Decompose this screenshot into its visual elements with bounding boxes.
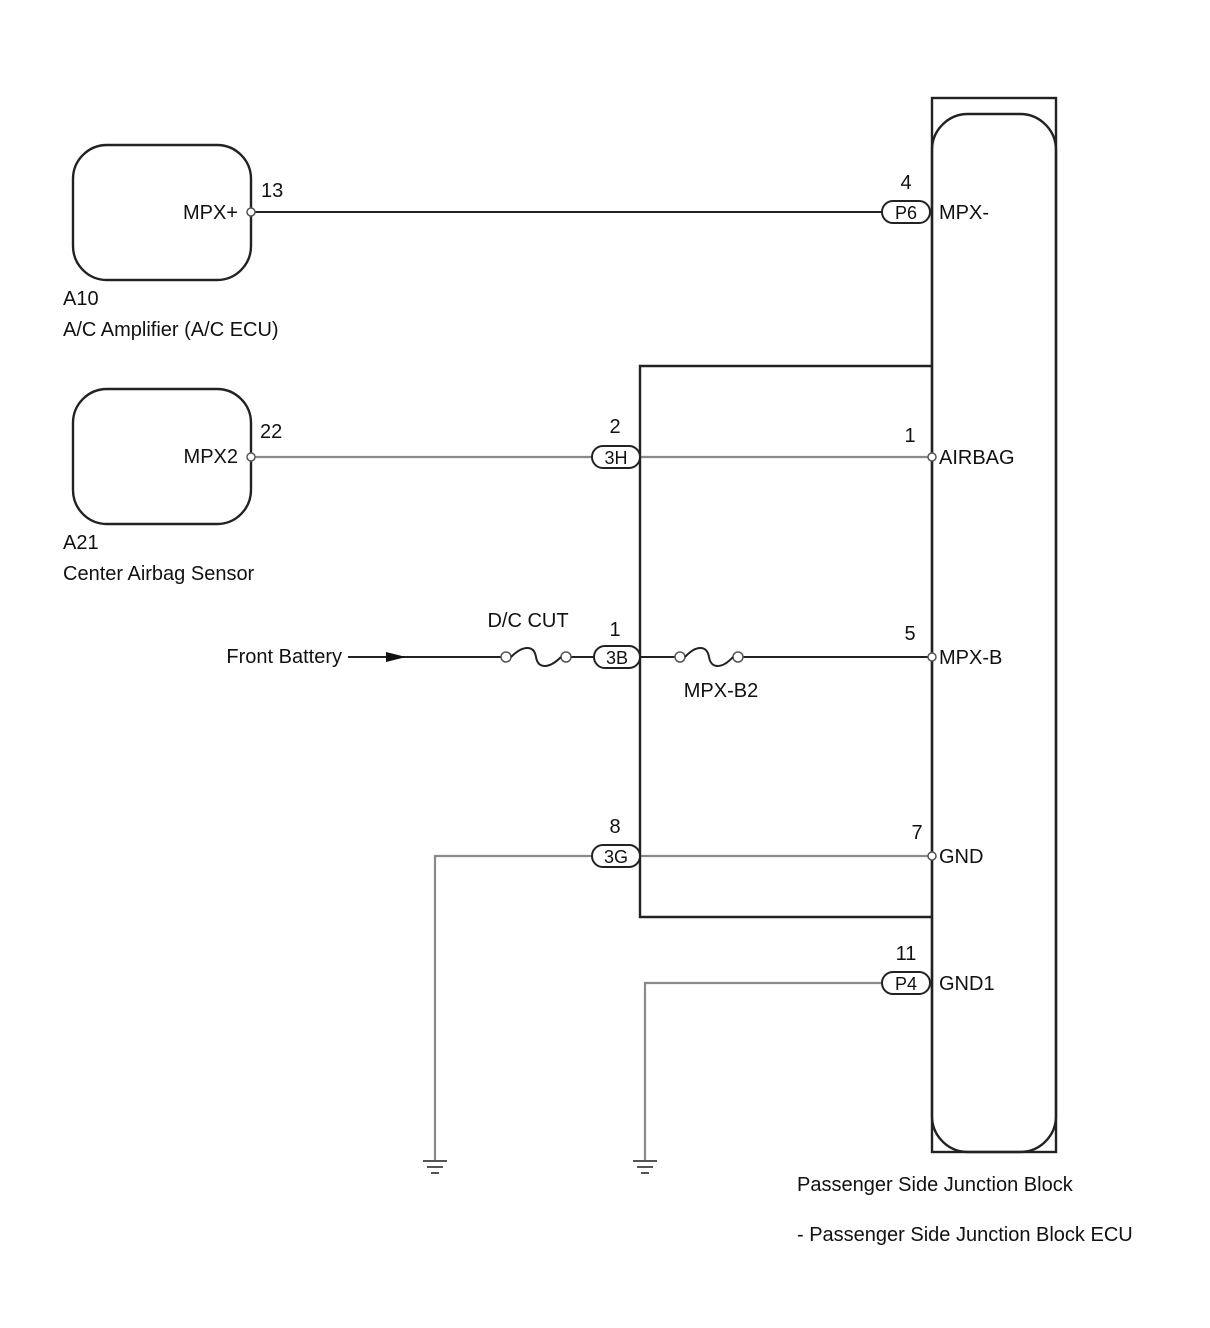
connector-p4: P4 (881, 971, 931, 995)
jb-mpx-b-label: MPX-B (939, 647, 1002, 669)
jb-mpx-minus-pin-number: 4 (900, 172, 911, 194)
connector-3h: 3H (591, 445, 641, 469)
front-battery-arrow-icon (386, 652, 406, 662)
airbag-sensor-terminal (246, 452, 256, 462)
jb-mpx-b-pin-number: 5 (904, 623, 915, 645)
connector-3b: 3B (593, 645, 641, 669)
svg-text:3H: 3H (604, 448, 627, 468)
wire-gnd1 (643, 981, 882, 1160)
jb-gnd1-label: GND1 (939, 973, 995, 995)
jb-mpx-b-terminal (927, 652, 937, 662)
jb-gnd-terminal (927, 851, 937, 861)
junction-block-name: Passenger Side Junction Block (797, 1174, 1074, 1196)
jb-ecu-subbox (638, 364, 932, 919)
ac-amplifier-terminal (246, 207, 256, 217)
ac-amplifier-id: A10 (63, 288, 99, 310)
ground-icon (423, 1160, 447, 1174)
jb-airbag-label: AIRBAG (939, 447, 1015, 469)
ac-amplifier-pin-number: 13 (261, 180, 283, 202)
airbag-sensor-pin-label: MPX2 (184, 446, 238, 468)
jb-gnd-label: GND (939, 846, 983, 868)
front-battery-label: Front Battery (226, 646, 342, 668)
connector-3b-pin-number: 1 (609, 619, 620, 641)
junction-block-ecu-name: - Passenger Side Junction Block ECU (797, 1224, 1133, 1246)
dc-cut-fuse-label: D/C CUT (487, 610, 568, 632)
connector-p6: P6 (881, 200, 931, 224)
wire-gnd-left (433, 854, 592, 1160)
ground-icon (633, 1160, 657, 1174)
connector-3g: 3G (591, 844, 641, 868)
airbag-sensor-pin-number: 22 (260, 421, 282, 443)
jb-airbag-terminal (927, 452, 937, 462)
connector-3h-pin-number: 2 (609, 416, 620, 438)
jb-inner-frame (930, 112, 1058, 1154)
ac-amplifier-pin-label: MPX+ (183, 202, 238, 224)
dc-cut-fuse-icon (500, 647, 572, 667)
svg-text:3G: 3G (604, 847, 628, 867)
jb-gnd1-pin-number: 11 (896, 943, 917, 965)
svg-text:P6: P6 (895, 203, 917, 223)
jb-mpx-minus-label: MPX- (939, 202, 989, 224)
airbag-sensor-name: Center Airbag Sensor (63, 563, 255, 585)
svg-text:P4: P4 (895, 974, 917, 994)
mpx-b2-fuse-icon (674, 647, 744, 667)
jb-airbag-pin-number: 1 (904, 425, 915, 447)
jb-gnd-pin-number: 7 (911, 822, 922, 844)
svg-text:3B: 3B (606, 648, 628, 668)
ac-amplifier-name: A/C Amplifier (A/C ECU) (63, 319, 279, 341)
mpx-b2-fuse-label: MPX-B2 (684, 680, 758, 702)
connector-3g-pin-number: 8 (609, 816, 620, 838)
airbag-sensor-id: A21 (63, 532, 99, 554)
